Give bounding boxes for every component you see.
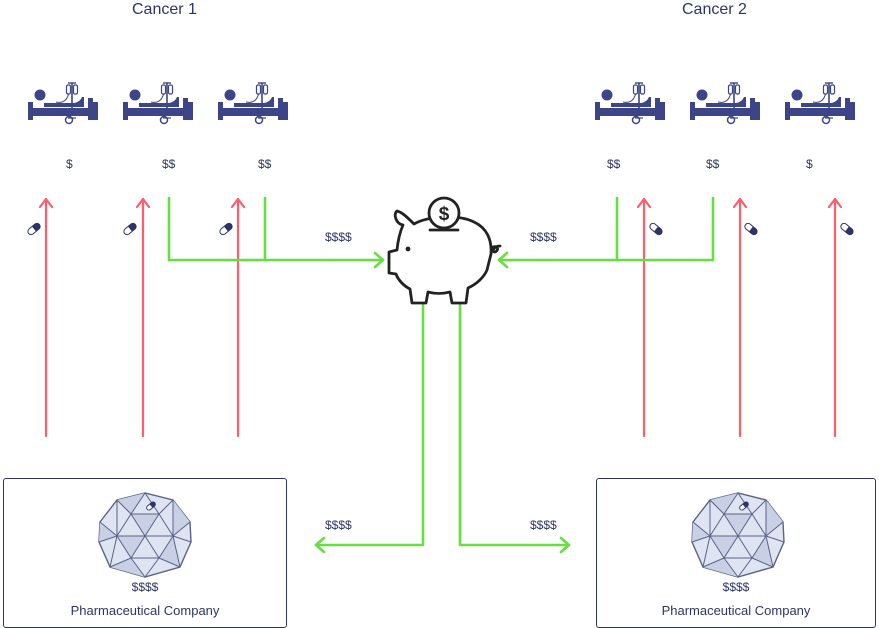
piggy-bank-icon xyxy=(387,196,502,305)
pharmaceutical-company-icon xyxy=(98,492,192,578)
pharmaceutical-company-icon xyxy=(691,492,785,578)
group-title-cancer-2: Cancer 2 xyxy=(682,1,747,18)
company-name-label: Pharmaceutical Company xyxy=(70,603,220,618)
pill-icon xyxy=(743,221,759,237)
hospital-bed-icon xyxy=(594,82,666,125)
patient-payment-label: $$ xyxy=(258,157,272,171)
hospital-bed-icon xyxy=(784,82,856,125)
hospital-bed-icon xyxy=(689,82,761,125)
pill-icon xyxy=(648,221,664,237)
company-name-label: Pharmaceutical Company xyxy=(661,603,811,618)
flow-label-to-company: $$$$ xyxy=(530,518,557,532)
patient-payment-label: $ xyxy=(66,157,73,171)
hospital-bed-icon xyxy=(27,82,99,125)
patient-payment-label: $$ xyxy=(706,157,720,171)
pill-icon xyxy=(26,221,42,237)
hospital-bed-icon xyxy=(217,82,289,125)
company-money-label: $$$$ xyxy=(722,580,750,594)
flow-label-to-fund: $$$$ xyxy=(325,230,352,244)
dollar-coin-icon: $ xyxy=(439,204,450,225)
flow-label-to-company: $$$$ xyxy=(325,518,352,532)
patient-payment-label: $$ xyxy=(162,157,176,171)
group-title-cancer-1: Cancer 1 xyxy=(132,1,197,18)
pill-icon xyxy=(839,221,855,237)
patient-payment-label: $ xyxy=(806,157,813,171)
flow-label-to-fund: $$$$ xyxy=(530,230,557,244)
pill-icon xyxy=(122,221,138,237)
money-flow-lines xyxy=(167,196,715,554)
hospital-bed-icon xyxy=(122,82,194,125)
company-money-label: $$$$ xyxy=(131,580,159,594)
patient-payment-label: $$ xyxy=(607,157,621,171)
drug-supply-arrows xyxy=(38,197,843,438)
pill-icon xyxy=(218,221,234,237)
